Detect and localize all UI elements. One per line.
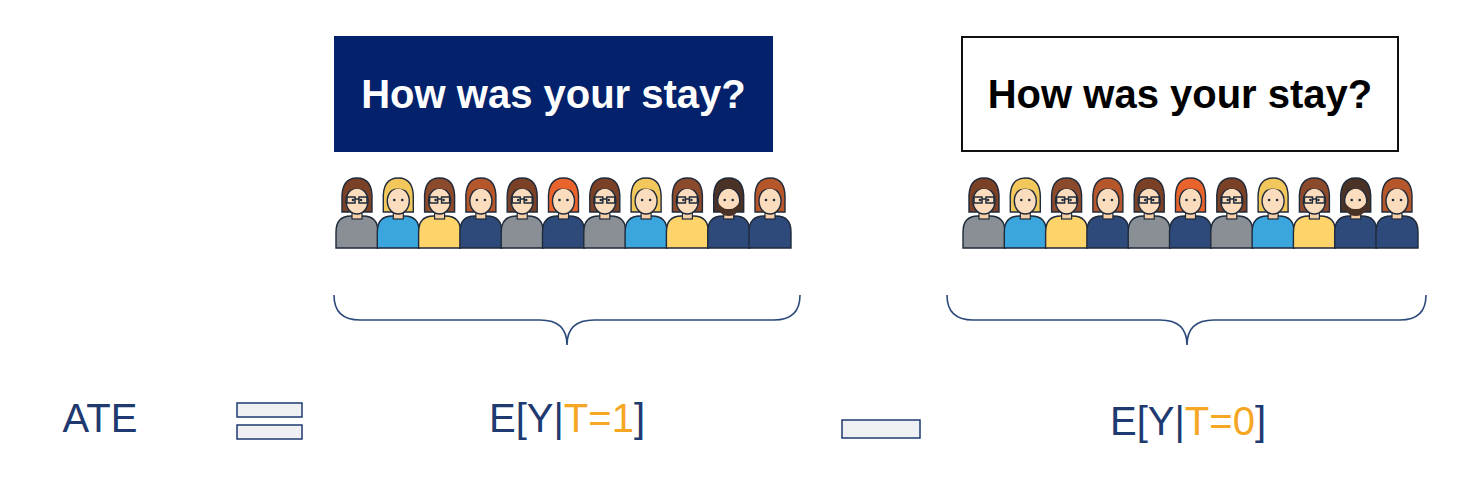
question-text: How was your stay? [988, 71, 1373, 117]
person-figure [1046, 178, 1088, 248]
person-figure [501, 178, 543, 248]
formula-text: ATE [63, 396, 138, 440]
question-box: How was your stay? [334, 36, 773, 152]
person-figure [708, 178, 750, 248]
person-figure [377, 178, 419, 248]
person-figure [749, 178, 791, 248]
person-figure [1252, 178, 1294, 248]
person-figure [963, 178, 1005, 248]
person-figure [1004, 178, 1046, 248]
person-figure [543, 178, 585, 248]
person-figure [1087, 178, 1129, 248]
crowd-illustration [336, 178, 791, 248]
person-figure [625, 178, 667, 248]
crowd-illustration [963, 178, 1418, 248]
person-figure [419, 178, 461, 248]
person-figure [1211, 178, 1253, 248]
formula-text: ] [1255, 399, 1266, 443]
equals-sign [237, 403, 302, 417]
formula-text: ] [634, 396, 645, 440]
person-figure [1335, 178, 1377, 248]
curly-brace [947, 295, 1426, 345]
question-box: How was your stay? [961, 36, 1399, 152]
expectation-term: E[Y|T=0] [1110, 399, 1266, 443]
formula-text: E[Y| [1110, 399, 1185, 443]
equals-sign [237, 425, 302, 439]
expectation-term: E[Y|T=1] [489, 396, 645, 440]
person-figure [1170, 178, 1212, 248]
minus-sign [842, 420, 920, 438]
formula-text: E[Y| [489, 396, 564, 440]
curly-brace [334, 295, 800, 345]
person-figure [1376, 178, 1418, 248]
treatment-condition: T=1 [564, 396, 634, 440]
treatment-condition: T=0 [1185, 399, 1255, 443]
person-figure [584, 178, 626, 248]
person-figure [336, 178, 378, 248]
person-figure [1293, 178, 1335, 248]
person-figure [460, 178, 502, 248]
person-figure [1128, 178, 1170, 248]
question-text: How was your stay? [361, 71, 746, 117]
person-figure [666, 178, 708, 248]
ate-label: ATE [63, 396, 138, 440]
